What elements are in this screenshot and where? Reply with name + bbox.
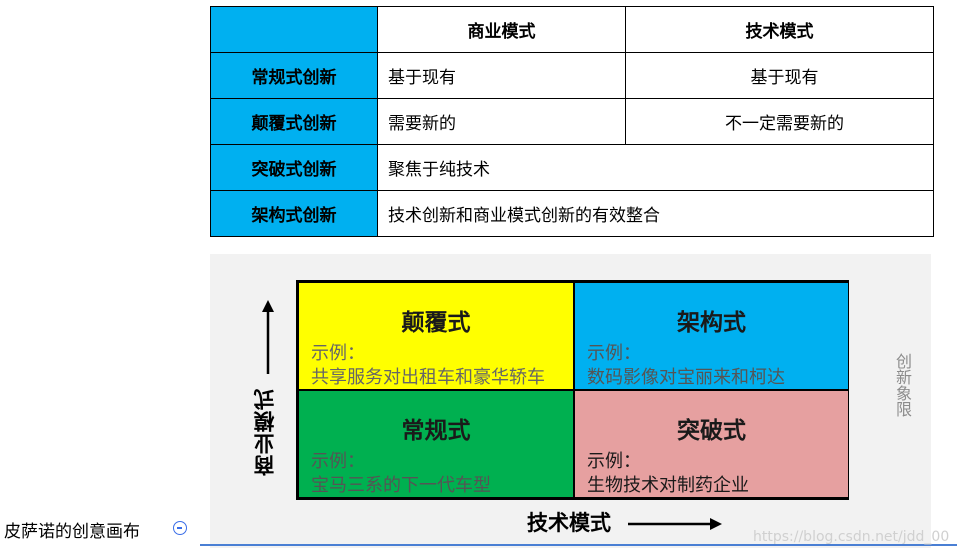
table-row: 颠覆式创新 需要新的 不一定需要新的: [210, 98, 934, 145]
business-cell: 基于现有: [377, 52, 626, 99]
business-cell: 需要新的: [377, 98, 626, 145]
merged-cell: 聚焦于纯技术: [377, 144, 934, 191]
table-row: 架构式创新 技术创新和商业模式创新的有效整合: [210, 190, 934, 237]
x-axis-label: 技术模式: [527, 511, 611, 535]
row-label: 颠覆式创新: [210, 98, 378, 145]
quadrant-example-label: 示例：: [587, 451, 641, 472]
table-header-business: 商业模式: [377, 6, 626, 53]
merged-cell: 技术创新和商业模式创新的有效整合: [377, 190, 934, 237]
quadrant-title: 突破式: [677, 418, 746, 444]
row-label: 突破式创新: [210, 144, 378, 191]
tech-cell: 不一定需要新的: [625, 98, 934, 145]
quadrant-radical: 突破式 示例： 生物技术对制药企业: [574, 390, 849, 498]
y-axis-label: 商业模式: [253, 388, 277, 476]
table-header-row: 商业模式 技术模式: [210, 6, 934, 53]
table-row: 常规式创新 基于现有 基于现有: [210, 52, 934, 99]
quadrant-example-label: 示例：: [311, 343, 365, 364]
table-row: 突破式创新 聚焦于纯技术: [210, 144, 934, 191]
row-label: 常规式创新: [210, 52, 378, 99]
y-axis-arrow-icon: [262, 300, 274, 374]
quadrant-example: 宝马三系的下一代车型: [311, 475, 491, 496]
quadrant-disruptive: 颠覆式 示例： 共享服务对出租车和豪华轿车: [298, 282, 574, 390]
row-label: 架构式创新: [210, 190, 378, 237]
y-axis: 商业模式: [250, 300, 286, 490]
tech-cell: 基于现有: [625, 52, 934, 99]
innovation-table: 商业模式 技术模式 常规式创新 基于现有 基于现有 颠覆式创新 需要新的 不一定…: [210, 6, 934, 237]
table-corner-cell: [210, 6, 378, 53]
footer-title: 皮萨诺的创意画布: [4, 522, 140, 542]
quadrant-example-label: 示例：: [311, 451, 365, 472]
quadrant-example: 共享服务对出租车和豪华轿车: [311, 367, 545, 388]
quadrant-title: 颠覆式: [401, 310, 471, 336]
collapse-circle-icon[interactable]: [173, 521, 187, 535]
quadrant-grid: 颠覆式 示例： 共享服务对出租车和豪华轿车 架构式 示例： 数码影像对宝丽来和柯…: [296, 280, 849, 500]
x-axis: 技术模式: [527, 507, 726, 537]
side-caption: 创新象限: [893, 353, 912, 417]
table-header-tech: 技术模式: [625, 6, 934, 53]
footer-divider: [200, 544, 957, 546]
quadrant-title: 常规式: [401, 418, 471, 444]
x-axis-arrow-icon: [628, 518, 723, 530]
quadrant-routine: 常规式 示例： 宝马三系的下一代车型: [298, 390, 574, 498]
quadrant-title: 架构式: [677, 310, 746, 336]
quadrant-example: 数码影像对宝丽来和柯达: [587, 367, 785, 388]
quadrant-example-label: 示例：: [587, 343, 641, 364]
watermark: https://blog.csdn.net/jdd_00: [753, 529, 950, 545]
quadrant-architectural: 架构式 示例： 数码影像对宝丽来和柯达: [574, 282, 849, 390]
quadrant-example: 生物技术对制药企业: [587, 475, 749, 496]
